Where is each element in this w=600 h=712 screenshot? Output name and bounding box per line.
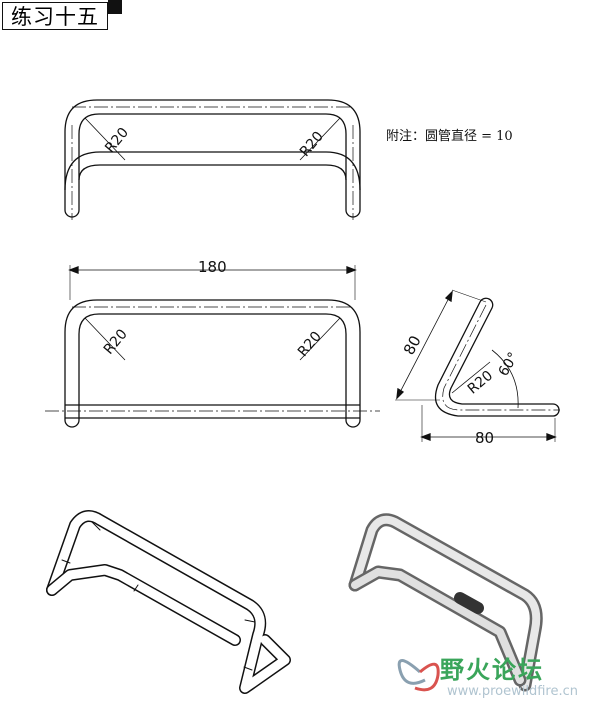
front-view: 180 R20 R20 [45, 258, 380, 428]
width-dimension-label: 180 [198, 258, 227, 276]
side-radius-label: R20 [465, 368, 496, 398]
title-tab-decoration [108, 0, 122, 14]
front-left-radius-label: R20 [101, 326, 131, 357]
isometric-wireframe-view [46, 510, 291, 694]
depth-dimension-label: 80 [475, 429, 494, 447]
top-right-radius-label: R20 [297, 129, 327, 160]
watermark-url: www.proewildfire.cn [447, 684, 578, 699]
angle-dimension-label: 60° [496, 350, 522, 380]
pipe-diameter-note: 附注：圆管直径 = 10 [386, 129, 513, 144]
top-view: R20 R20 [64, 99, 361, 220]
side-view: 80 80 60° R20 [395, 289, 560, 447]
leg-length-dimension-label: 80 [400, 333, 425, 358]
exercise-title: 练习十五 [2, 2, 108, 30]
watermark-name: 野火论坛 [440, 656, 544, 684]
front-right-radius-label: R20 [295, 329, 325, 360]
watermark-logo-icon [397, 659, 440, 692]
shaded-render-view [348, 513, 543, 692]
